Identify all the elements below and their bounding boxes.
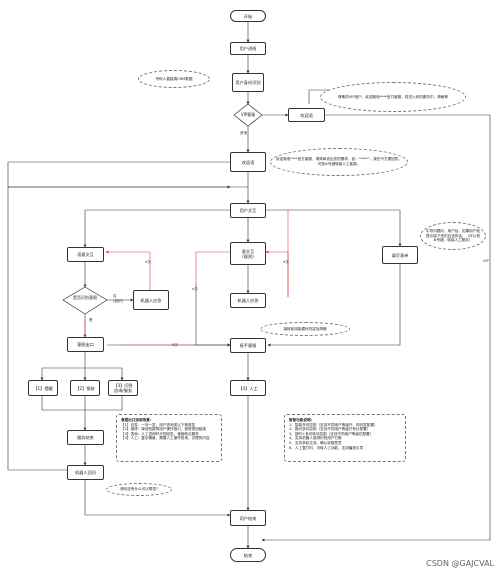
ability-line: 1、智能开问控制（支持不同用户等级开、抑问答配置） xyxy=(289,422,378,427)
welcome-vip-node: 欢迎语 xyxy=(288,108,325,122)
robot-answer-node-1: 机器人应答 xyxy=(133,290,169,310)
service-end-node: 服务结束 xyxy=(67,430,104,445)
welcome-greeting-note: 欢迎致电****官方客服，请简单说出您的需求，如：“****”，我在不方便回答，… xyxy=(270,148,408,176)
form-node: 填写表单 xyxy=(382,246,418,264)
user-enter-node: 用户进线 xyxy=(230,42,266,55)
exit-line: 【2】报修：单设别报障用户操作指引，报修按钮链接 xyxy=(121,427,206,432)
question-note: 请问还有什么可以帮您? xyxy=(106,483,172,496)
intent-rule-node: 意文互 (规则) xyxy=(230,242,266,265)
ability-line: 3、按时+多问转问控制（支持不同用户等级匹配置） xyxy=(289,431,374,436)
end-node: 结束 xyxy=(230,548,266,562)
vip-decision: VIP客服 xyxy=(240,112,256,117)
option-remind-node: 【1】提醒 xyxy=(28,380,58,396)
exit-line: 【1】自答：一问一答，用户咨询类以下精准答 xyxy=(121,422,196,427)
guide-note: 引导问题问，用户后，如果用户就提示接下来的应该的话，（可以按#号键，转接人工服务… xyxy=(420,222,486,250)
vip-side-label: VIP xyxy=(483,259,489,263)
retry-label-2: n次 xyxy=(283,260,289,264)
recognize-decision: 是否识别意图 xyxy=(73,295,97,300)
welcome-node: 欢迎语 xyxy=(230,152,266,172)
user-info-node: 用户身份识别 xyxy=(232,73,264,92)
ability-line: 2、报问多问控制（支持不同用户等级只有针配置） xyxy=(289,427,371,432)
crm-note: 号码人直接调CRM数据 xyxy=(138,70,210,88)
vip-greeting-note: 尊敬的VIP用户，欢迎致电****官方客服，将进入你的服务中，请稍等 xyxy=(320,82,466,112)
user-end-node: 用户结束 xyxy=(230,510,266,526)
retry-label-1: n次 xyxy=(145,260,151,264)
retry-label-4: 5次 xyxy=(172,343,178,347)
intent-exit-node: 意图出口 xyxy=(67,337,104,352)
robot-answer-node-2: 机器人应答 xyxy=(230,293,266,308)
transfer-agent-node: 接手客服 xyxy=(230,338,266,353)
option-qa-node: 【3】问答 咨询/服务 xyxy=(108,380,138,396)
robot-reply-node: 机器人回问 xyxy=(67,465,104,480)
retry-label-3: n次 xyxy=(192,287,198,291)
no-label: 否 (错识) xyxy=(113,294,123,303)
exit-line: 【3】咨询：人工咨询时代的回答，营销转法服务 xyxy=(121,431,199,436)
ability-title: 智能功能说明: xyxy=(289,418,312,422)
option-repair-node: 【2】报修 xyxy=(70,380,100,396)
exit-scenarios-title: 意图出口适用场景: xyxy=(121,418,152,422)
ability-line: 4、支持机器人追溯识别用户打断 xyxy=(289,436,342,441)
option-human-node: 【4】人工 xyxy=(230,380,266,396)
else-label: 其他 xyxy=(240,131,248,135)
exit-line: 【4】人工：复杂情景，需要人工操作查询，办理的内容 xyxy=(121,436,210,441)
ability-description: 智能功能说明: 1、智能开问控制（支持不同用户等级开、抑问答配置） 2、报问多问… xyxy=(284,414,406,462)
yes-label: 是 xyxy=(89,318,93,322)
ability-line: 5、支持多轮交流、确认收取签意 xyxy=(289,440,342,445)
user-intent-node: 用户文互 xyxy=(230,203,266,218)
ability-line: 6、人工复打时、可转人工功能，支持播放引导 xyxy=(289,445,364,450)
intent-exit-scenarios: 意图出口适用场景: 【1】自答：一问一答，用户咨询类以下精准答 【2】报修：单设… xyxy=(116,414,222,462)
clarify-node: 语意文互 xyxy=(67,247,104,262)
start-node: 开始 xyxy=(230,10,266,22)
watermark: CSDN @GAJCVAL xyxy=(426,559,494,568)
transfer-note: 接转前用接模块内容及简略 xyxy=(260,322,350,336)
